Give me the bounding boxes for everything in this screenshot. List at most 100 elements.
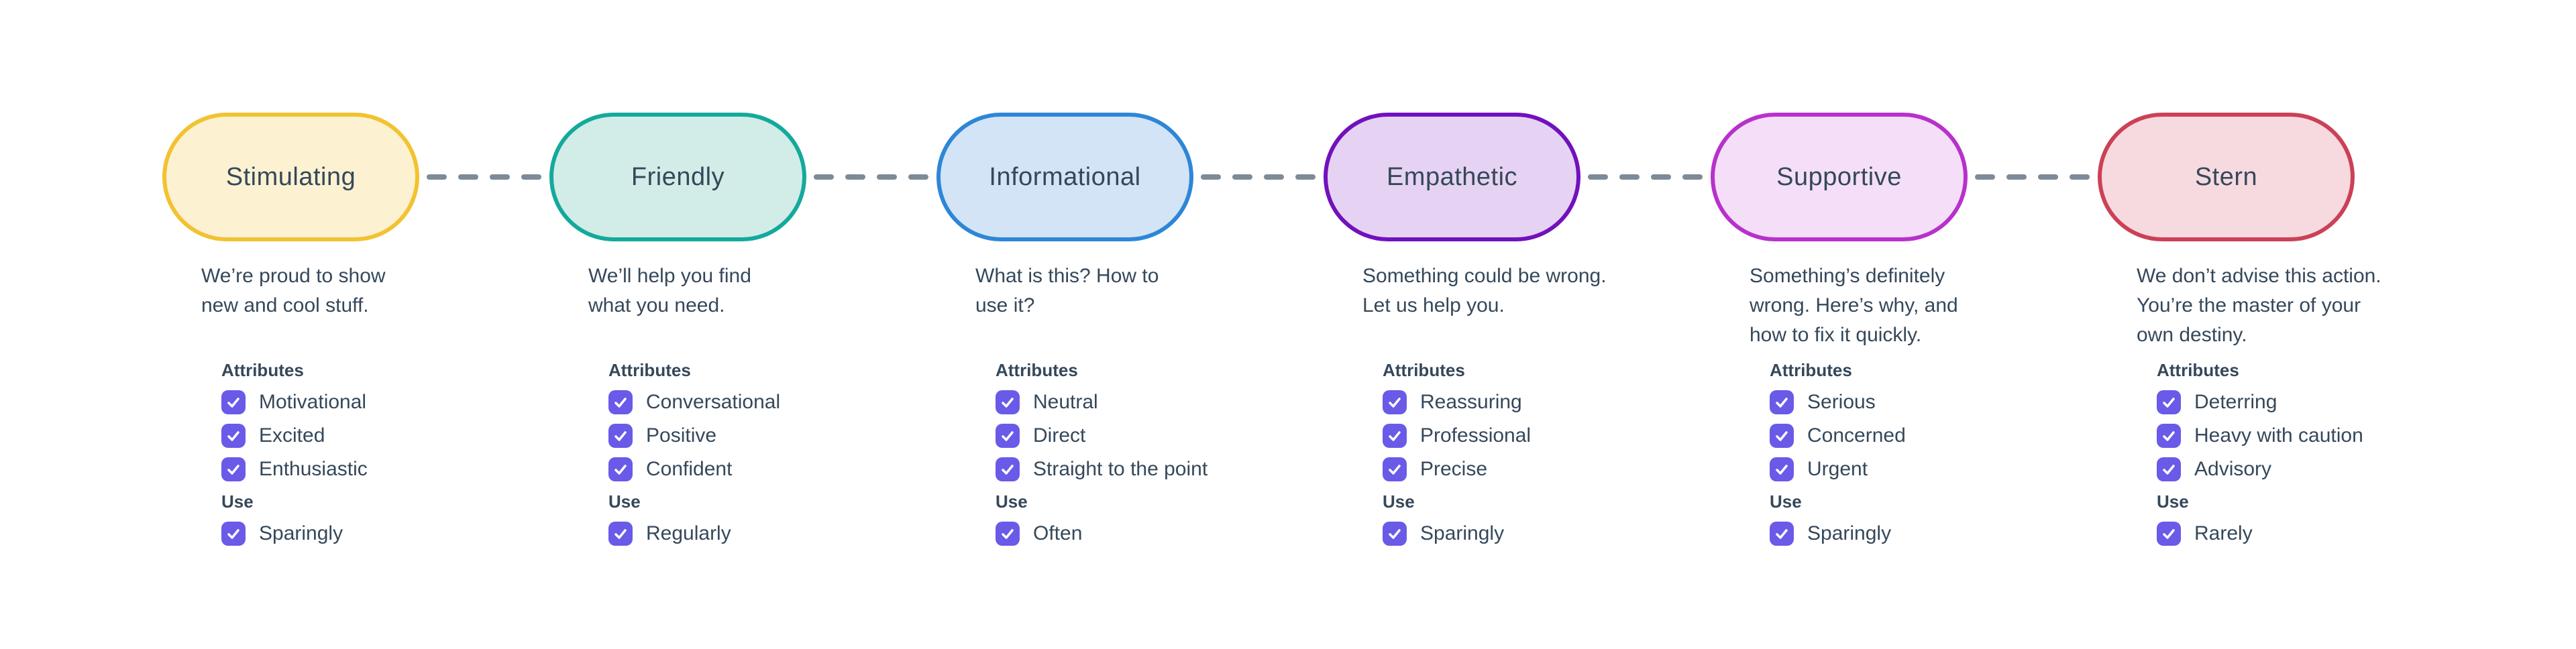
attribute-row: Motivational: [221, 390, 549, 414]
attributes-heading: Attributes: [608, 360, 691, 380]
checkmark-icon: [1389, 398, 1401, 408]
attribute-row: Urgent: [1770, 457, 2098, 481]
attribute-checkbox[interactable]: [1383, 390, 1407, 414]
checkmark-icon: [614, 529, 627, 539]
attribute-row: Straight to the point: [996, 457, 1324, 481]
attribute-checkbox[interactable]: [996, 457, 1020, 481]
use-heading: Use: [2157, 491, 2189, 512]
attribute-checkbox[interactable]: [221, 390, 246, 414]
use-heading: Use: [221, 491, 254, 512]
checkmark-icon: [2163, 465, 2175, 475]
attribute-checkbox[interactable]: [1770, 390, 1794, 414]
attribute-label: Motivational: [259, 391, 367, 413]
checkmark-icon: [1389, 529, 1401, 539]
attributes-section: Attributes Serious Concerned Urgent Use …: [1770, 359, 2098, 546]
checkmark-icon: [1389, 465, 1401, 475]
use-checkbox[interactable]: [1770, 522, 1794, 546]
checkmark-icon: [227, 398, 239, 408]
attribute-label: Serious: [1807, 391, 1876, 413]
tone-column-supportive: Supportive Something’s definitely wrong.…: [1711, 113, 2098, 555]
attribute-checkbox[interactable]: [1770, 424, 1794, 448]
attribute-checkbox[interactable]: [608, 424, 633, 448]
tone-pill-label: Stimulating: [225, 162, 356, 191]
attribute-checkbox[interactable]: [608, 390, 633, 414]
use-heading: Use: [1770, 491, 1802, 512]
use-row: Sparingly: [1383, 522, 1711, 546]
use-checkbox[interactable]: [2157, 522, 2181, 546]
use-label: Sparingly: [259, 522, 343, 544]
tone-pill-label: Supportive: [1776, 162, 1902, 191]
attribute-label: Enthusiastic: [259, 458, 368, 480]
tone-description: We don’t advise this action. You’re the …: [2137, 265, 2381, 346]
tone-description: We’ll help you find what you need.: [588, 265, 751, 316]
checkmark-icon: [1002, 529, 1014, 539]
attributes-section: Attributes Neutral Direct Straight to th…: [996, 359, 1324, 546]
attribute-checkbox[interactable]: [1383, 424, 1407, 448]
checkmark-icon: [227, 529, 239, 539]
attribute-checkbox[interactable]: [2157, 390, 2181, 414]
checkmark-icon: [1002, 398, 1014, 408]
use-heading: Use: [996, 491, 1028, 512]
tone-column-friendly: Friendly We’ll help you find what you ne…: [549, 113, 936, 555]
connector-dashed-line: [427, 174, 541, 180]
attribute-row: Enthusiastic: [221, 457, 549, 481]
tone-column-stern: Stern We don’t advise this action. You’r…: [2098, 113, 2485, 555]
attribute-row: Conversational: [608, 390, 936, 414]
tone-description: Something’s definitely wrong. Here’s why…: [1750, 265, 1958, 346]
checkmark-icon: [1002, 465, 1014, 475]
checkmark-icon: [2163, 398, 2175, 408]
attribute-checkbox[interactable]: [1770, 457, 1794, 481]
attribute-label: Neutral: [1033, 391, 1098, 413]
attribute-row: Precise: [1383, 457, 1711, 481]
attribute-checkbox[interactable]: [608, 457, 633, 481]
use-heading: Use: [608, 491, 641, 512]
attribute-checkbox[interactable]: [1383, 457, 1407, 481]
use-checkbox[interactable]: [996, 522, 1020, 546]
attribute-checkbox[interactable]: [2157, 424, 2181, 448]
checkmark-icon: [2163, 529, 2175, 539]
tone-pill-label: Empathetic: [1386, 162, 1518, 191]
attributes-heading: Attributes: [2157, 360, 2239, 380]
attribute-label: Professional: [1420, 424, 1532, 447]
attribute-label: Direct: [1033, 424, 1086, 447]
checkmark-icon: [1776, 398, 1788, 408]
checkmark-icon: [1776, 465, 1788, 475]
tone-description: What is this? How to use it?: [975, 265, 1159, 316]
attributes-section: Attributes Motivational Excited Enthusia…: [221, 359, 549, 546]
attribute-checkbox[interactable]: [2157, 457, 2181, 481]
attribute-row: Professional: [1383, 424, 1711, 448]
use-label: Sparingly: [1420, 522, 1505, 544]
use-checkbox[interactable]: [1383, 522, 1407, 546]
use-checkbox[interactable]: [221, 522, 246, 546]
checkmark-icon: [614, 465, 627, 475]
use-heading: Use: [1383, 491, 1415, 512]
attribute-checkbox[interactable]: [996, 390, 1020, 414]
attribute-row: Deterring: [2157, 390, 2485, 414]
use-label: Sparingly: [1807, 522, 1892, 544]
attribute-row: Positive: [608, 424, 936, 448]
checkmark-icon: [1776, 431, 1788, 441]
checkmark-icon: [227, 431, 239, 441]
attribute-checkbox[interactable]: [221, 457, 246, 481]
use-label: Rarely: [2194, 522, 2253, 544]
attribute-label: Concerned: [1807, 424, 1906, 447]
attribute-checkbox[interactable]: [221, 424, 246, 448]
checkmark-icon: [1389, 431, 1401, 441]
attribute-label: Advisory: [2194, 458, 2272, 480]
tone-pill-informational: Informational: [936, 113, 1193, 241]
checkmark-icon: [227, 465, 239, 475]
attributes-heading: Attributes: [221, 360, 304, 380]
use-row: Often: [996, 522, 1324, 546]
tone-pill-label: Friendly: [631, 162, 725, 191]
use-row: Sparingly: [1770, 522, 2098, 546]
use-label: Regularly: [646, 522, 731, 544]
tone-pill-empathetic: Empathetic: [1324, 113, 1580, 241]
attribute-label: Urgent: [1807, 458, 1868, 480]
use-checkbox[interactable]: [608, 522, 633, 546]
attribute-label: Excited: [259, 424, 325, 447]
attributes-heading: Attributes: [1770, 360, 1852, 380]
attribute-checkbox[interactable]: [996, 424, 1020, 448]
connector-dashed-line: [814, 174, 928, 180]
tone-column-empathetic: Empathetic Something could be wrong. Let…: [1324, 113, 1711, 555]
